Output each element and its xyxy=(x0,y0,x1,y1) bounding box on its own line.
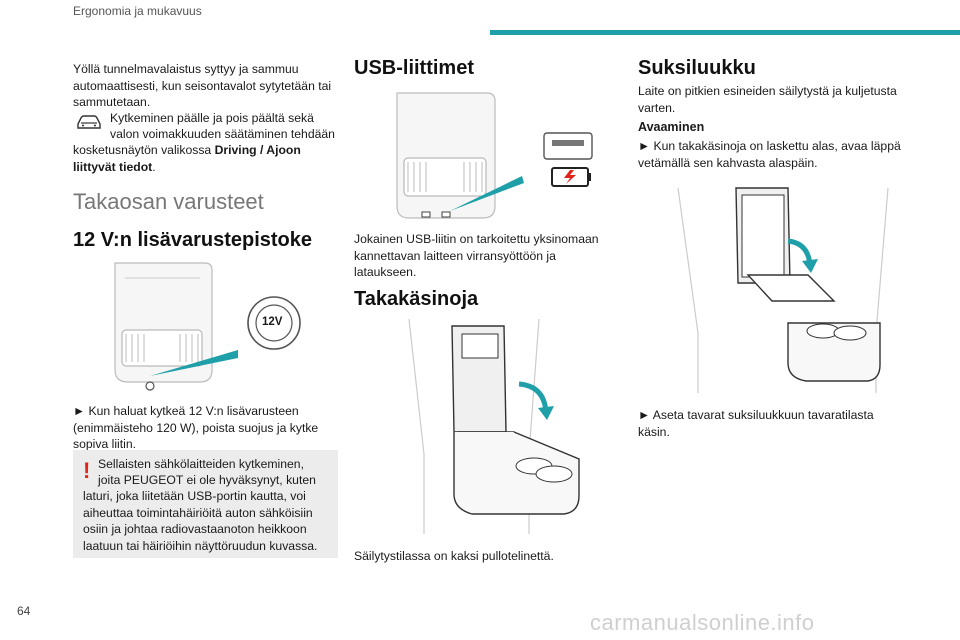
ski-hatch-illustration xyxy=(638,183,903,398)
car-note-line-1: Kytkeminen päälle ja pois päältä sekä xyxy=(110,111,314,125)
section-title: Ergonomia ja mukavuus xyxy=(73,4,202,18)
socket-12v-label: 12V xyxy=(262,316,283,328)
warning-box xyxy=(73,450,338,558)
armrest-heading: Takakäsinoja xyxy=(354,288,479,310)
usb-heading: USB-liittimet xyxy=(354,57,474,79)
accessory-instruction: ► Kun haluat kytkeä 12 V:n lisävarusteen… xyxy=(73,404,319,451)
usb-description: Jokainen USB-liitin on tarkoitettu yksin… xyxy=(354,232,599,279)
accessory-socket-heading: 12 V:n lisävarustepistoke xyxy=(73,229,313,251)
opening-heading: Avaaminen xyxy=(638,120,705,134)
watermark: carmanualsonline.info xyxy=(590,610,815,635)
car-note-end: . xyxy=(152,159,156,174)
armrest-description: Säilytystilassa on kaksi pullotelinettä. xyxy=(354,549,554,563)
armrest-illustration xyxy=(354,314,604,544)
warning-line-2: joita PEUGEOT ei ole hyväksynyt, kuten xyxy=(98,473,316,487)
warning-tail: laturi, joka liitetään USB-portin kautta… xyxy=(83,489,318,553)
place-instruction: ► Aseta tavarat suksiluukkuun tavaratila… xyxy=(638,408,874,439)
socket-illustration xyxy=(100,258,320,393)
car-note-line-2: valon voimakkuuden säätäminen tehdään xyxy=(110,127,335,141)
usb-illustration xyxy=(392,88,597,223)
header-accent-bar xyxy=(490,30,960,35)
car-icon xyxy=(75,113,103,131)
car-note-tail: kosketusnäytön valikossa Driving / Ajoon… xyxy=(73,142,341,175)
opening-instruction: ► Kun takakäsinoja on laskettu alas, ava… xyxy=(638,139,901,170)
section-heading: Takaosan varusteet xyxy=(73,189,264,214)
menu-path: Driving / Ajoon liittyvät tiedot xyxy=(73,143,301,174)
intro-paragraph: Yöllä tunnelmavalaistus syttyy ja sammuu… xyxy=(73,62,332,109)
page-number: 64 xyxy=(17,604,31,618)
warning-line-1: Sellaisten sähkölaitteiden kytkeminen, xyxy=(98,457,304,471)
ski-hatch-heading: Suksiluukku xyxy=(638,57,756,79)
car-note-tail-text: kosketusnäytön valikossa xyxy=(73,143,215,157)
warning-icon: ! xyxy=(83,458,91,483)
ski-hatch-description: Laite on pitkien esineiden säilytystä ja… xyxy=(638,84,897,115)
